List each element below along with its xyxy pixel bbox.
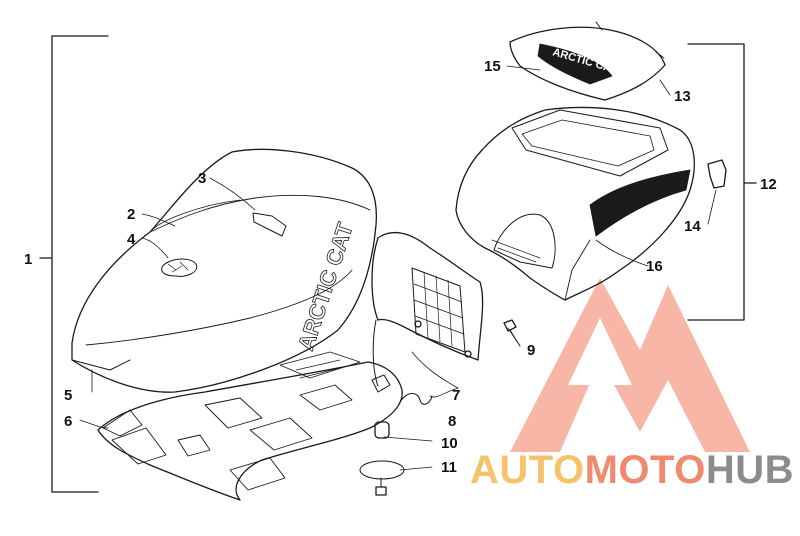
callout-3: 3 — [198, 170, 207, 187]
watermark-part-3: HUB — [705, 448, 795, 492]
watermark-text: AUTOMOTOHUB — [470, 448, 794, 493]
watermark-part-1: AUTO — [470, 448, 585, 492]
seat-embossed-text: ARCTIC CAT — [293, 219, 358, 354]
callout-10: 10 — [441, 435, 458, 452]
group-bracket-1 — [39, 35, 109, 493]
callout-8: 8 — [448, 413, 457, 430]
seat-cushion — [71, 148, 378, 393]
callout-11: 11 — [441, 459, 457, 476]
callout-1: 1 — [24, 251, 33, 268]
callout-4: 4 — [127, 231, 136, 248]
latch-part — [707, 159, 727, 189]
group-bracket-12 — [687, 43, 757, 321]
small-hardware-parts — [359, 319, 517, 496]
storage-lid — [509, 21, 666, 101]
callout-7: 7 — [452, 387, 461, 404]
rear-grille-panel — [371, 231, 484, 387]
seat-base — [97, 351, 403, 501]
watermark-part-2: MOTO — [584, 448, 706, 492]
watermark-logo-triangles — [510, 278, 750, 452]
callout-14: 14 — [684, 218, 701, 235]
callout-13: 13 — [674, 88, 691, 105]
callout-5: 5 — [64, 387, 73, 404]
leader-lines — [79, 65, 717, 471]
callout-15: 15 — [484, 58, 501, 75]
callout-16: 16 — [646, 258, 663, 275]
callout-9: 9 — [527, 342, 536, 359]
callout-12: 12 — [760, 176, 777, 193]
callout-6: 6 — [64, 413, 73, 430]
callout-2: 2 — [127, 206, 136, 223]
storage-box — [455, 106, 695, 301]
